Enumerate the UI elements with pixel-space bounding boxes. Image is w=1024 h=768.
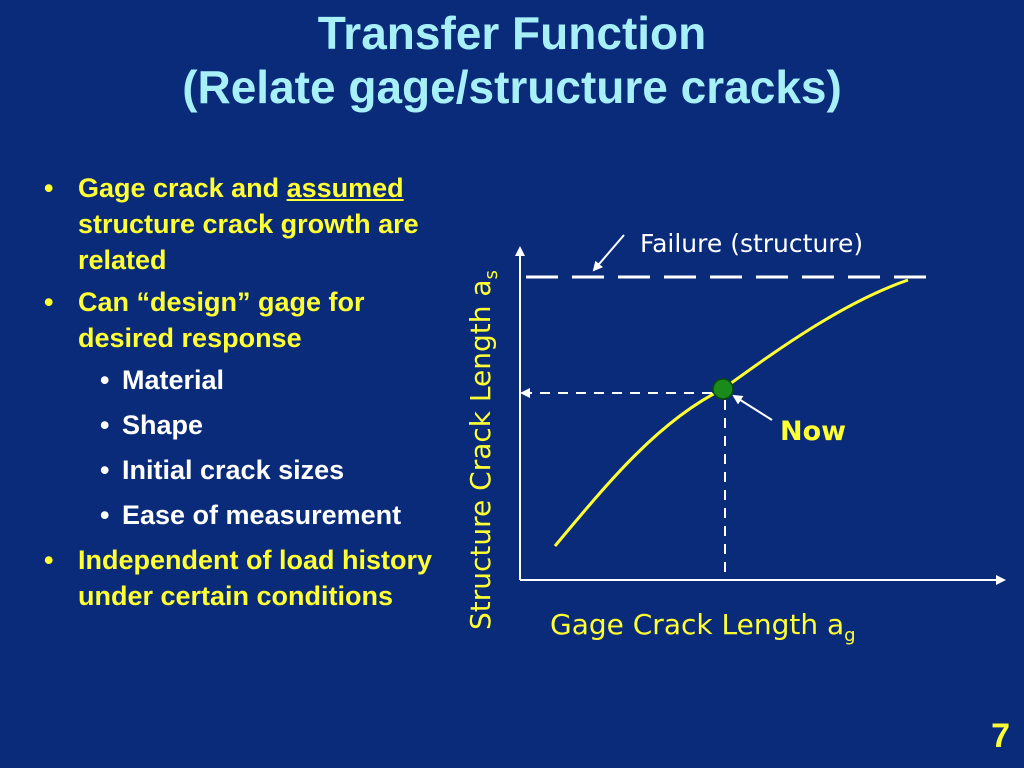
bullet-text: Independent of load history under certai… [78,545,433,611]
y-axis-label: Structure Crack Length as [464,270,502,630]
slide-title: Transfer Function (Relate gage/structure… [0,6,1024,114]
sub-bullet-item: • Material [40,362,440,398]
failure-label: Failure (structure) [640,229,863,258]
bullet-dot-icon: • [100,500,110,530]
sub-bullet-item: • Shape [40,407,440,443]
sub-bullet-text: Shape [122,410,204,440]
sub-bullet-text: Ease of measurement [122,500,402,530]
sub-bullet-text: Material [122,365,225,395]
now-point [712,378,734,400]
bullet-item: • Independent of load history under cert… [40,542,440,614]
x-axis-label: Gage Crack Length ag [550,608,856,646]
bullet-text-post: structure crack growth are related [78,209,419,275]
bullet-item: • Can “design” gage for desired response [40,284,440,356]
bullet-dot-icon: • [44,287,54,317]
now-label: Now [780,416,846,447]
title-line-2: (Relate gage/structure cracks) [182,61,842,113]
bullet-text-underlined: assumed [286,173,404,203]
y-axis-label-main: Structure Crack Length a [464,279,497,630]
bullet-list: • Gage crack and assumed structure crack… [40,170,440,620]
bullet-dot-icon: • [100,410,110,440]
bullet-dot-icon: • [100,455,110,485]
y-axis-label-subscript: s [481,270,502,279]
sub-bullet-item: • Ease of measurement [40,497,440,533]
title-line-1: Transfer Function [317,7,707,59]
page-number: 7 [991,717,1010,755]
bullet-item: • Gage crack and assumed structure crack… [40,170,440,278]
bullet-dot-icon: • [100,365,110,395]
x-axis-label-subscript: g [844,625,855,646]
sub-bullet-item: • Initial crack sizes [40,452,440,488]
transfer-curve [553,278,909,547]
bullet-dot-icon: • [44,545,54,575]
bullet-text: Can “design” gage for desired response [78,287,365,353]
sub-bullet-text: Initial crack sizes [122,455,345,485]
bullet-dot-icon: • [44,173,54,203]
bullet-text-pre: Gage crack and [78,173,287,203]
failure-pointer-arrow [592,234,625,272]
now-pointer-arrow [732,394,773,421]
x-axis-label-main: Gage Crack Length a [550,608,844,641]
